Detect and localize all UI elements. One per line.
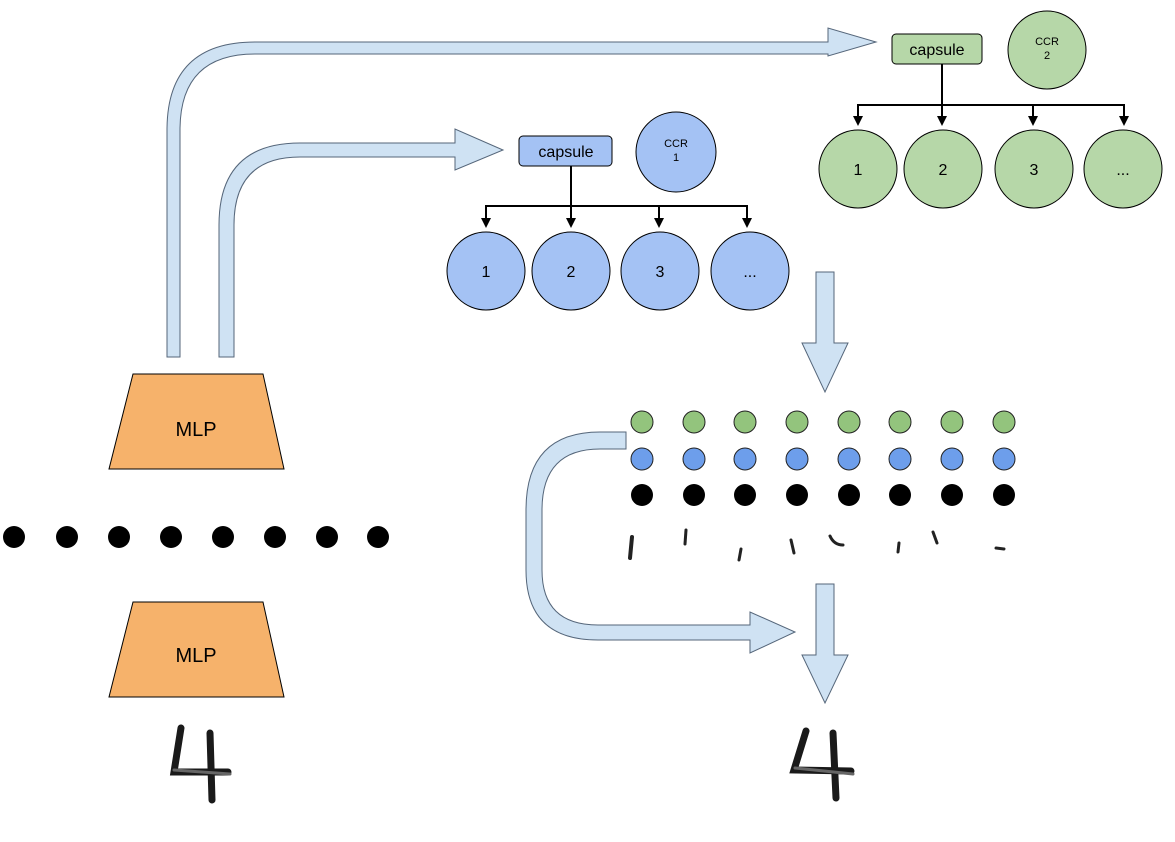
blue-node-1 [446,231,526,311]
capsule-1-connectors [481,166,752,228]
stroke-fragments-row [628,528,1006,562]
input-digit-four-image [169,724,232,804]
green-dot-row [630,410,1016,434]
capsule-2-box [891,33,983,65]
down-arrow-to-dots [801,271,849,394]
green-node-1 [818,129,898,209]
down-arrow-to-output [801,583,849,705]
blue-node-2 [531,231,611,311]
blue-dot-row [630,447,1016,471]
skip-arrow-to-output [525,431,797,654]
mlp-bottom-label: MLP [175,645,216,667]
ccr-1-node [635,111,717,193]
mlp-top-block [108,373,285,470]
green-node-2-label: 2 [939,162,948,179]
green-node-3 [994,129,1074,209]
blue-node-3 [620,231,700,311]
ccr-2-label-line1: CCR [1035,36,1059,48]
mlp-to-capsule-1-arrow [218,128,505,358]
blue-node-3-label: 3 [656,264,665,281]
capsule-1-box [518,135,613,167]
green-node-1-label: 1 [854,162,863,179]
green-node-2 [903,129,983,209]
capsule-1-children [446,231,790,311]
capsule-1-label: capsule [538,144,593,161]
capsule-2-connectors [853,64,1129,126]
mlp-to-capsule-2-arrow [166,27,878,358]
green-node-more [1083,129,1163,209]
capsule-2-children [818,129,1163,209]
black-dot-row [631,484,1015,506]
blue-node-more [710,231,790,311]
green-node-3-label: 3 [1030,162,1039,179]
capsule-2-label: capsule [909,42,964,59]
blue-node-1-label: 1 [482,264,491,281]
ccr-2-node [1007,10,1087,90]
blue-node-2-label: 2 [567,264,576,281]
green-node-more-label: ... [1116,162,1129,179]
ccr-1-label-line2: 1 [673,152,679,164]
mlp-top-label: MLP [175,419,216,441]
ccr-1-label-line1: CCR [664,138,688,150]
output-digit-four-image [789,727,855,802]
ccr-2-label-line2: 2 [1044,50,1050,62]
layer-ellipsis-dots [3,526,389,548]
blue-node-more-label: ... [743,264,756,281]
mlp-bottom-block [108,601,285,698]
